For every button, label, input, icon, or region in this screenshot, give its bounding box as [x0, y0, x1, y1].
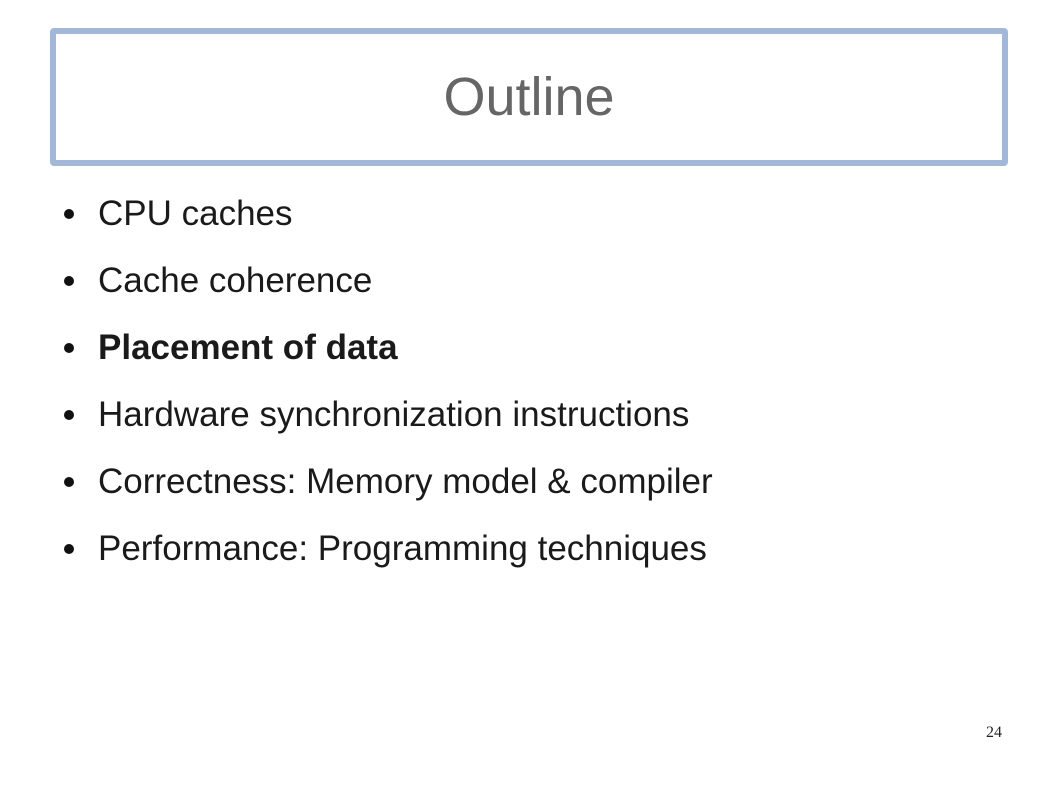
page-number: 24 — [986, 724, 1002, 741]
bullet-text: Performance: Programming techniques — [98, 528, 707, 568]
bullet-item-correctness: Correctness: Memory model & compiler — [64, 448, 713, 515]
bullet-item-cpu-caches: CPU caches — [64, 180, 713, 247]
bullet-dot-icon — [64, 476, 74, 487]
bullet-dot-icon — [64, 208, 74, 219]
bullet-dot-icon — [64, 543, 74, 554]
bullet-list: CPU caches Cache coherence Placement of … — [64, 180, 713, 582]
bullet-item-placement-of-data: Placement of data — [64, 314, 713, 381]
slide-title: Outline — [443, 67, 615, 127]
bullet-item-cache-coherence: Cache coherence — [64, 247, 713, 314]
title-box: Outline — [50, 28, 1008, 166]
bullet-text: CPU caches — [98, 193, 293, 233]
bullet-text: Correctness: Memory model & compiler — [98, 461, 713, 501]
bullet-text: Cache coherence — [98, 260, 373, 300]
bullet-text: Hardware synchronization instructions — [98, 394, 690, 434]
bullet-dot-icon — [64, 275, 74, 286]
bullet-dot-icon — [64, 409, 74, 420]
bullet-text: Placement of data — [98, 327, 398, 367]
bullet-dot-icon — [64, 342, 74, 353]
bullet-item-performance: Performance: Programming techniques — [64, 515, 713, 582]
bullet-item-hardware-sync: Hardware synchronization instructions — [64, 381, 713, 448]
